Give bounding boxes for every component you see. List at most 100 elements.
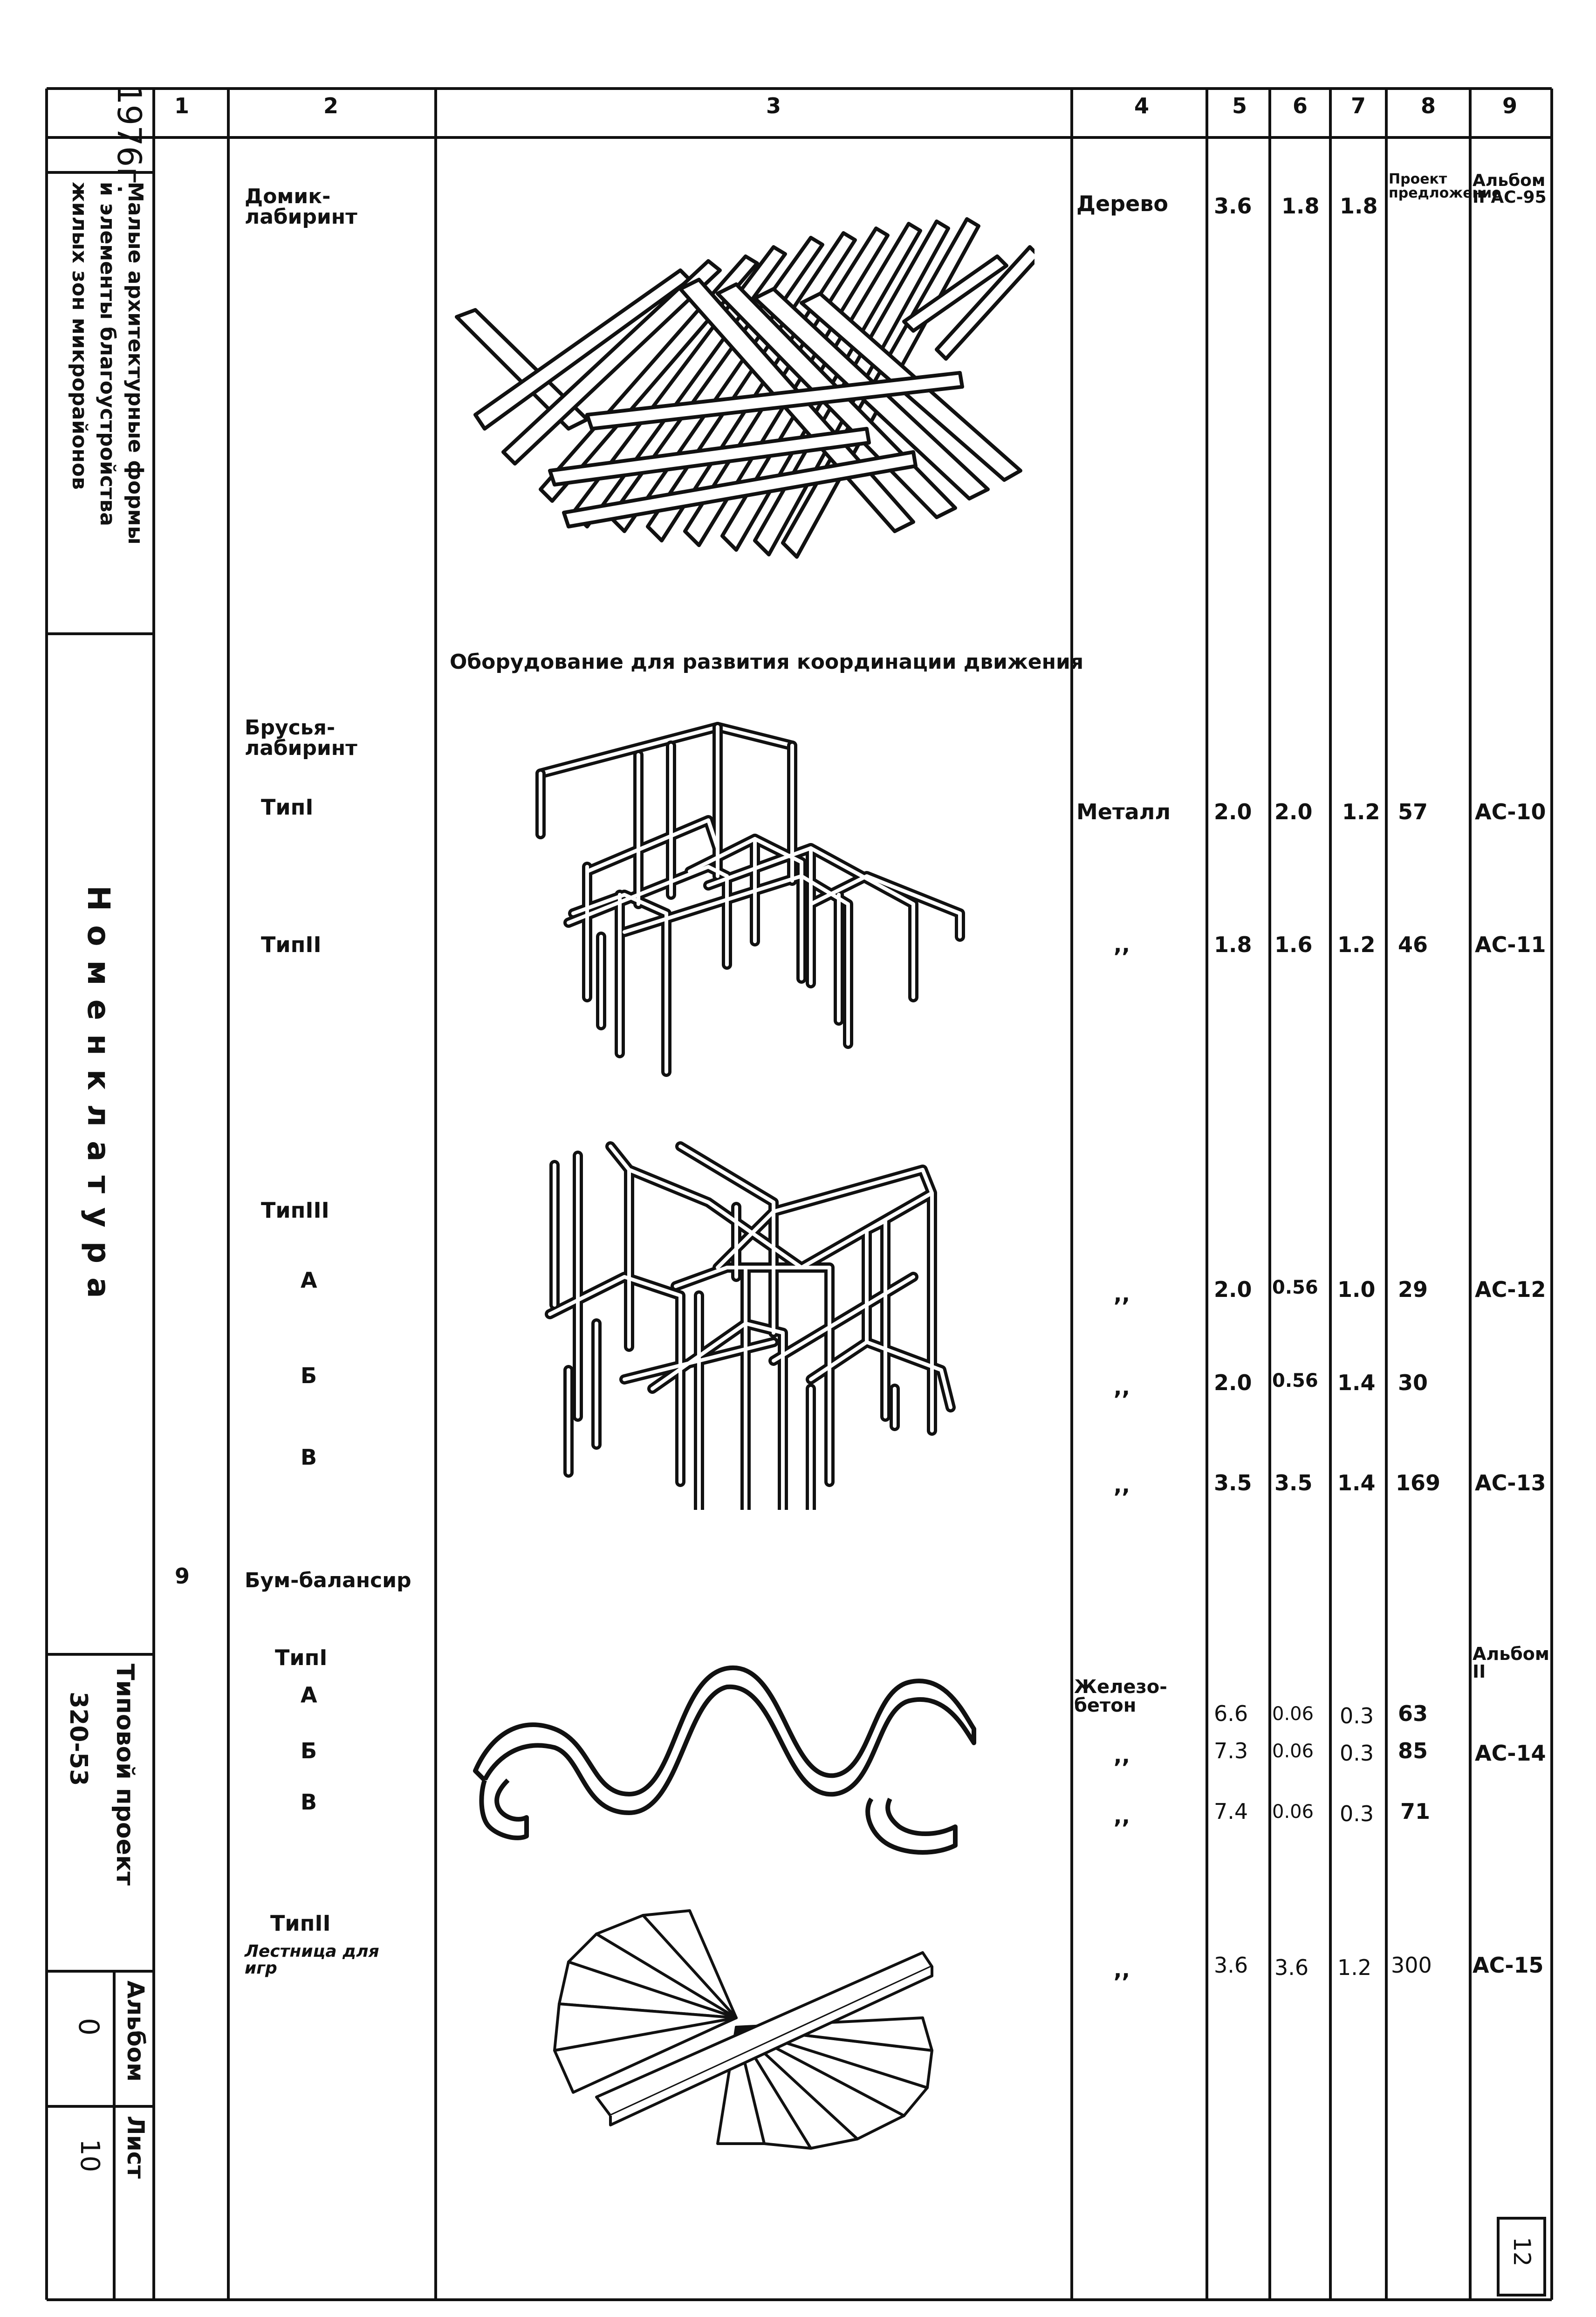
section-heading: Оборудование для развития координации дв…	[450, 650, 1084, 674]
row-material-domik: Дерево	[1076, 191, 1169, 216]
col-header-1: 1	[174, 93, 189, 118]
row-name-brusya: Брусья-лабиринт	[245, 716, 357, 760]
cell-c5-bum-a: 6.6	[1214, 1701, 1248, 1726]
side-album-label: Альбом	[122, 1981, 149, 2082]
col-header-4: 4	[1134, 93, 1149, 118]
row-material-bum-a: Железо-бетон	[1074, 1676, 1167, 1716]
row-name-bum-b: Б	[301, 1738, 317, 1763]
col-header-6: 6	[1292, 93, 1308, 118]
cell-c9-t1: АС-10	[1475, 799, 1546, 824]
cell-c7-t3b: 1.4	[1337, 1370, 1376, 1395]
cell-c8-bum-a: 63	[1398, 1701, 1428, 1726]
col-header-9: 9	[1502, 93, 1517, 118]
row-material-bum-v: ,,	[1114, 1803, 1130, 1829]
col-header-7: 7	[1350, 93, 1366, 118]
side-title-line-3: жилых зон микрорайонов	[68, 182, 91, 490]
illustration-brusya-tip-3	[513, 1128, 979, 1510]
cell-c6-domik: 1.8	[1281, 193, 1320, 219]
side-sheet-label: Лист	[122, 2116, 149, 2179]
cell-c5-t3b: 2.0	[1214, 1370, 1252, 1395]
cell-c9-t3v: АС-13	[1475, 1470, 1546, 1495]
cell-c7-t3v: 1.4	[1337, 1470, 1376, 1495]
cell-album-bum: Альбом II	[1473, 1644, 1549, 1682]
row-material-t3b: ,,	[1114, 1375, 1130, 1400]
row-name-t3v: В	[301, 1445, 317, 1470]
row-type-bum: ТипI	[275, 1645, 328, 1670]
illustration-lestnica-dlya-igr	[553, 1909, 933, 2150]
cell-c5-domik: 3.6	[1214, 193, 1252, 219]
cell-c6-t2: 1.6	[1274, 932, 1313, 957]
cell-c5-t1: 2.0	[1214, 799, 1252, 824]
col-header-8: 8	[1420, 93, 1436, 118]
row-name-domik: Домик-лабиринт	[245, 185, 357, 229]
cell-c6-t3b: 0.56	[1272, 1370, 1318, 1392]
row-name-t3: ТипIII	[261, 1198, 329, 1223]
cell-c7-bum-v: 0.3	[1340, 1801, 1374, 1826]
cell-c9-t3a: АС-12	[1475, 1277, 1546, 1302]
cell-c9-domik: Альбом II АС-95	[1473, 171, 1547, 207]
cell-c7-bum-a: 0.3	[1340, 1703, 1374, 1728]
side-title-line-1: Малые архитектурные формы	[123, 182, 147, 545]
illustration-bum-balansir	[473, 1665, 976, 1855]
row-material-lest: ,,	[1114, 1957, 1130, 1982]
row-number: 9	[175, 1563, 190, 1589]
cell-c8-t3v: 169	[1396, 1470, 1441, 1495]
side-section: Номенклатура	[81, 885, 116, 1312]
row-material-t3a: ,,	[1114, 1282, 1130, 1307]
row-name-bum-a: А	[301, 1682, 317, 1707]
row-name-bum-v: В	[301, 1789, 317, 1815]
cell-c8-lest: 300	[1391, 1953, 1432, 1978]
side-project-number: 320-53	[64, 1692, 92, 1786]
row-name-lest: Лестница для игр	[245, 1942, 379, 1978]
row-material-t3v: ,,	[1114, 1473, 1130, 1498]
cell-c8-t3a: 29	[1398, 1277, 1428, 1302]
row-material-t1: Металл	[1076, 799, 1171, 824]
cell-c6-t1: 2.0	[1274, 799, 1313, 824]
cell-c7-lest: 1.2	[1337, 1955, 1372, 1980]
col-header-5: 5	[1232, 93, 1247, 118]
cell-c5-t3v: 3.5	[1214, 1470, 1252, 1495]
row-name-t1: ТипI	[261, 795, 314, 820]
cell-c8-t3b: 30	[1398, 1370, 1428, 1395]
cell-c7-t3a: 1.0	[1337, 1277, 1376, 1302]
cell-c5-t2: 1.8	[1214, 932, 1252, 957]
row-name-t2: ТипII	[261, 932, 322, 957]
row-name-t3b: Б	[301, 1363, 317, 1388]
col-header-3: 3	[766, 93, 781, 118]
cell-c5-bum-v: 7.4	[1214, 1799, 1248, 1824]
row-name-bum: Бум-балансир	[245, 1569, 411, 1592]
cell-c7-domik: 1.8	[1340, 193, 1378, 219]
cell-c8-domik: Проект предложение	[1389, 171, 1501, 201]
cell-c5-bum-b: 7.3	[1214, 1738, 1248, 1763]
row-material-bum-b: ,,	[1114, 1743, 1130, 1768]
side-title: Малые архитектурные формы и элементы бла…	[65, 182, 149, 544]
side-project: Типовой проект 320-53	[55, 1664, 148, 1885]
illustration-domik-labirint	[455, 217, 1034, 559]
cell-c5-t3a: 2.0	[1214, 1277, 1252, 1302]
row-name-t3a: А	[301, 1268, 317, 1293]
cell-c8-bum-v: 71	[1400, 1799, 1431, 1824]
cell-c8-t2: 46	[1398, 932, 1428, 957]
cell-c6-bum-a: 0.06	[1272, 1703, 1314, 1725]
cell-c6-t3v: 3.5	[1274, 1470, 1313, 1495]
illustration-brusya-labirint	[535, 722, 965, 1077]
cell-c7-bum-b: 0.3	[1340, 1741, 1374, 1766]
cell-c5-lest: 3.6	[1214, 1953, 1248, 1978]
side-title-line-2: и элементы благоустройства	[96, 182, 119, 526]
cell-c7-t1: 1.2	[1342, 799, 1380, 824]
cell-c9-bum-b: АС-14	[1475, 1741, 1546, 1766]
cell-c9-t2: АС-11	[1475, 932, 1546, 957]
row-type-lest: ТипII	[270, 1911, 331, 1936]
side-project-label: Типовой проект	[111, 1664, 139, 1886]
cell-c9-lest: АС-15	[1473, 1953, 1544, 1978]
cell-c8-t1: 57	[1398, 799, 1428, 824]
col-header-2: 2	[323, 93, 338, 118]
cell-c6-t3a: 0.56	[1272, 1277, 1318, 1298]
cell-c8-bum-b: 85	[1398, 1738, 1428, 1763]
cell-c7-t2: 1.2	[1337, 932, 1376, 957]
side-sheet-number: 10	[75, 2139, 105, 2173]
side-album-number: 0	[72, 2018, 105, 2036]
row-material-t2: ,,	[1114, 932, 1130, 957]
cell-c6-bum-b: 0.06	[1272, 1741, 1314, 1762]
